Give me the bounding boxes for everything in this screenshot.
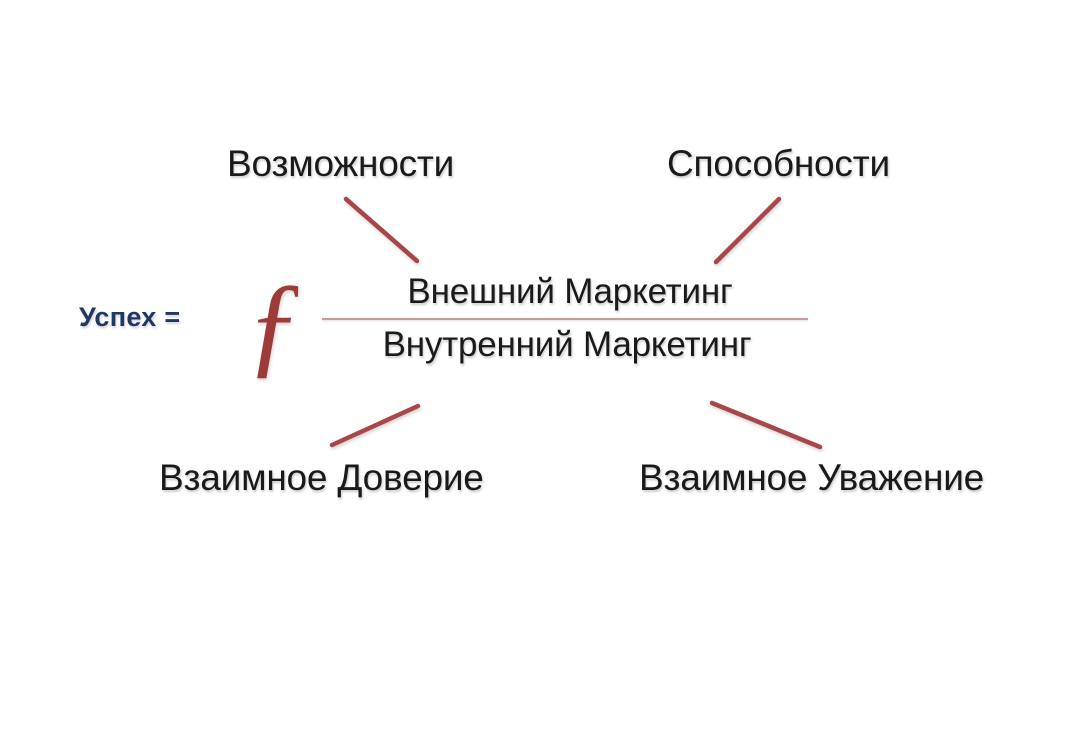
label-mutual-respect: Взаимное Уважение [639,457,985,498]
label-mutual-trust: Взаимное Доверие [159,457,484,498]
fraction-numerator: Внешний Маркетинг [407,272,733,311]
fraction-denominator: Внутренний Маркетинг [382,325,752,364]
connector-respect-icon [709,400,823,450]
function-symbol-icon: ƒ [245,260,303,387]
label-abilities: Способности [667,143,890,184]
connector-opportunities-icon [343,196,420,264]
fraction-bar [322,318,808,320]
success-term: Успех = [79,302,181,332]
fraction-group: Внешний Маркетинг Внутренний Маркетинг [322,272,812,365]
connector-trust-icon [329,403,421,448]
label-opportunities: Возможности [227,143,455,184]
connector-abilities-icon [713,196,782,265]
